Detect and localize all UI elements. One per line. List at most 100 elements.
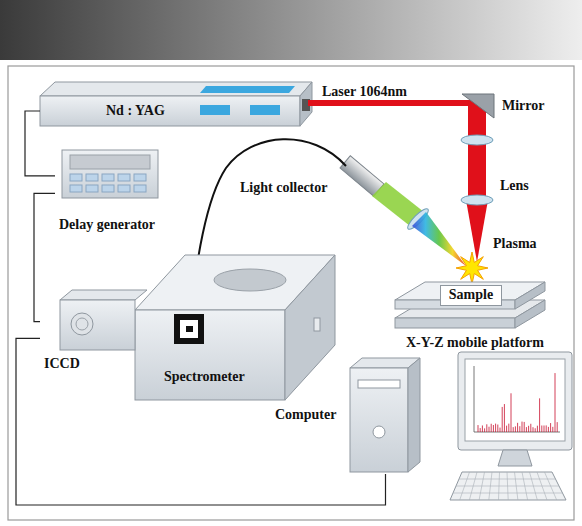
spectrum-peak [522, 422, 523, 432]
computer-tower [350, 358, 420, 472]
monitor [458, 352, 572, 466]
key-column [479, 472, 484, 500]
beam-label: Laser 1064nm [322, 84, 407, 100]
node-text: Nd : YAG [106, 103, 165, 119]
part-label: Mirror [502, 98, 545, 114]
button [118, 185, 130, 192]
spectrum-peak [528, 426, 529, 432]
delay-generator-unit: Delay generator [55, 145, 175, 233]
spectrum-peak [555, 373, 556, 432]
signal-cable [34, 193, 55, 321]
spectrum-peak [546, 425, 547, 432]
key-column [460, 472, 470, 500]
spectrum-peak [517, 423, 518, 432]
spectrum-peak [535, 428, 536, 432]
spectrometer [135, 255, 335, 400]
spectrum-peak [533, 427, 534, 432]
laser-head [40, 82, 312, 126]
keyboard [450, 472, 566, 500]
node-text: Computer [275, 407, 336, 423]
delay-generator [62, 150, 158, 198]
spectrum-peak [502, 407, 503, 432]
spectrum-peak [513, 427, 514, 432]
button [102, 185, 114, 192]
button [70, 185, 82, 192]
key-column [537, 472, 547, 500]
spectrum-peak [508, 424, 509, 432]
node-text: X-Y-Z mobile platform [406, 335, 544, 351]
computer-unit: Computer [270, 356, 420, 474]
signal-cable [16, 338, 386, 505]
signal-cable [25, 111, 55, 176]
spectrum-peak [500, 428, 501, 432]
button [86, 174, 98, 181]
spectrum-peak [491, 424, 492, 432]
spectrum-peak [482, 425, 483, 432]
iccd-unit: ICCD [40, 288, 140, 372]
button [70, 174, 82, 181]
node-text: ICCD [44, 356, 80, 372]
spectrum-peak [480, 428, 481, 432]
spectrum-peak [541, 425, 542, 432]
node-text: Spectrometer [164, 369, 245, 385]
spectrum-peak [552, 427, 553, 432]
spectrum-peak [526, 427, 527, 432]
button [86, 185, 98, 192]
plasma-star [456, 252, 488, 284]
spectrum-peak [511, 393, 512, 432]
key-column [469, 472, 477, 500]
key-column [515, 472, 518, 500]
header-bar [0, 0, 582, 60]
button [118, 174, 130, 181]
spectrum-peak [515, 426, 516, 432]
spectrum-peak [478, 425, 479, 432]
spectrum-peak [497, 425, 498, 432]
iccd-camera [60, 290, 147, 350]
key-column [507, 472, 508, 500]
spectrum-peak [506, 426, 507, 432]
node-text: Delay generator [59, 217, 155, 233]
sample-slab: Sample [440, 285, 502, 306]
spectrum-peak [557, 422, 558, 432]
xyz-platform [395, 282, 545, 328]
lens [461, 135, 493, 145]
spectrum-peak [537, 426, 538, 432]
spectrum-peak [489, 427, 490, 432]
key-column [489, 472, 492, 500]
spectrum-peak [539, 398, 540, 432]
laser-box: Nd : YAG [40, 96, 300, 126]
spectrum-peak [493, 425, 494, 432]
part-label: Plasma [493, 236, 537, 252]
laser-beam [308, 100, 488, 262]
spectrum-peak [504, 404, 505, 432]
mirror [462, 94, 494, 118]
key-column [530, 472, 538, 500]
spectrum-peak [484, 428, 485, 432]
node-text: Sample [449, 287, 493, 303]
button [102, 174, 114, 181]
plasma-spark [456, 252, 488, 284]
spectrum-peak [495, 424, 496, 432]
frame [8, 66, 574, 520]
spectrum-peak [524, 422, 525, 432]
platform-label-area: X-Y-Z mobile platform [404, 333, 564, 354]
part-label: Light collector [240, 180, 327, 196]
key-column [545, 472, 557, 500]
button [134, 174, 146, 181]
light-collector [340, 156, 466, 266]
spectrum-peak [550, 423, 551, 432]
spectrum-peak [530, 424, 531, 432]
spectrum-peak [544, 425, 545, 432]
part-label: Lens [500, 178, 529, 194]
lens [461, 195, 493, 205]
spectrum-peak [548, 427, 549, 432]
button [134, 185, 146, 192]
spectrum-peak [519, 426, 520, 432]
key-column [499, 472, 500, 500]
key-column [522, 472, 528, 500]
spectrometer-label-area: Spectrometer [162, 366, 274, 388]
spectrum-peak [486, 424, 487, 432]
